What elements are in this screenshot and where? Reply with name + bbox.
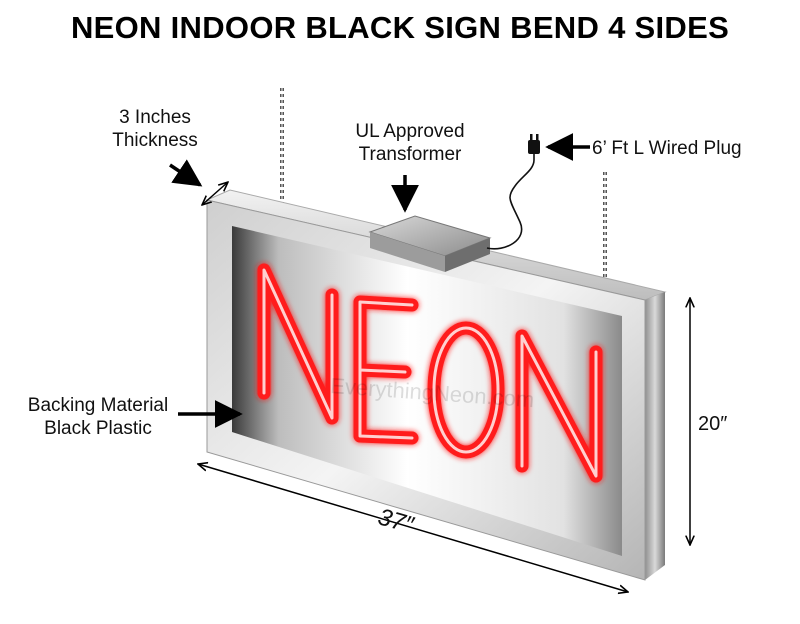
- transformer-label: UL Approved Transformer: [340, 120, 480, 166]
- width-dimension-arrow: [198, 464, 628, 592]
- thickness-label-line1: 3 Inches: [119, 107, 191, 128]
- transformer-label-line1: UL Approved: [355, 121, 465, 142]
- plug-label: 6’ Ft L Wired Plug: [592, 138, 742, 159]
- page-title: NEON INDOOR BLACK SIGN BEND 4 SIDES: [70, 10, 730, 45]
- thickness-pointer-arrow: [169, 159, 203, 187]
- transformer-box: [368, 215, 492, 272]
- neon-highlight: [262, 268, 598, 478]
- thickness-arrow: [202, 182, 228, 205]
- thickness-label: 3 Inches Thickness: [100, 106, 210, 152]
- power-wire: [486, 154, 535, 250]
- plug-icon: [528, 134, 540, 154]
- thickness-label-line2: Thickness: [112, 130, 198, 151]
- backing-label-line1: Backing Material: [27, 395, 169, 416]
- sign-right-side: [645, 292, 665, 580]
- backing-label: Backing Material Black Plastic: [8, 394, 188, 440]
- height-label: 20″: [698, 413, 727, 435]
- transformer-label-line2: Transformer: [358, 144, 462, 165]
- backing-label-line2: Black Plastic: [44, 418, 152, 439]
